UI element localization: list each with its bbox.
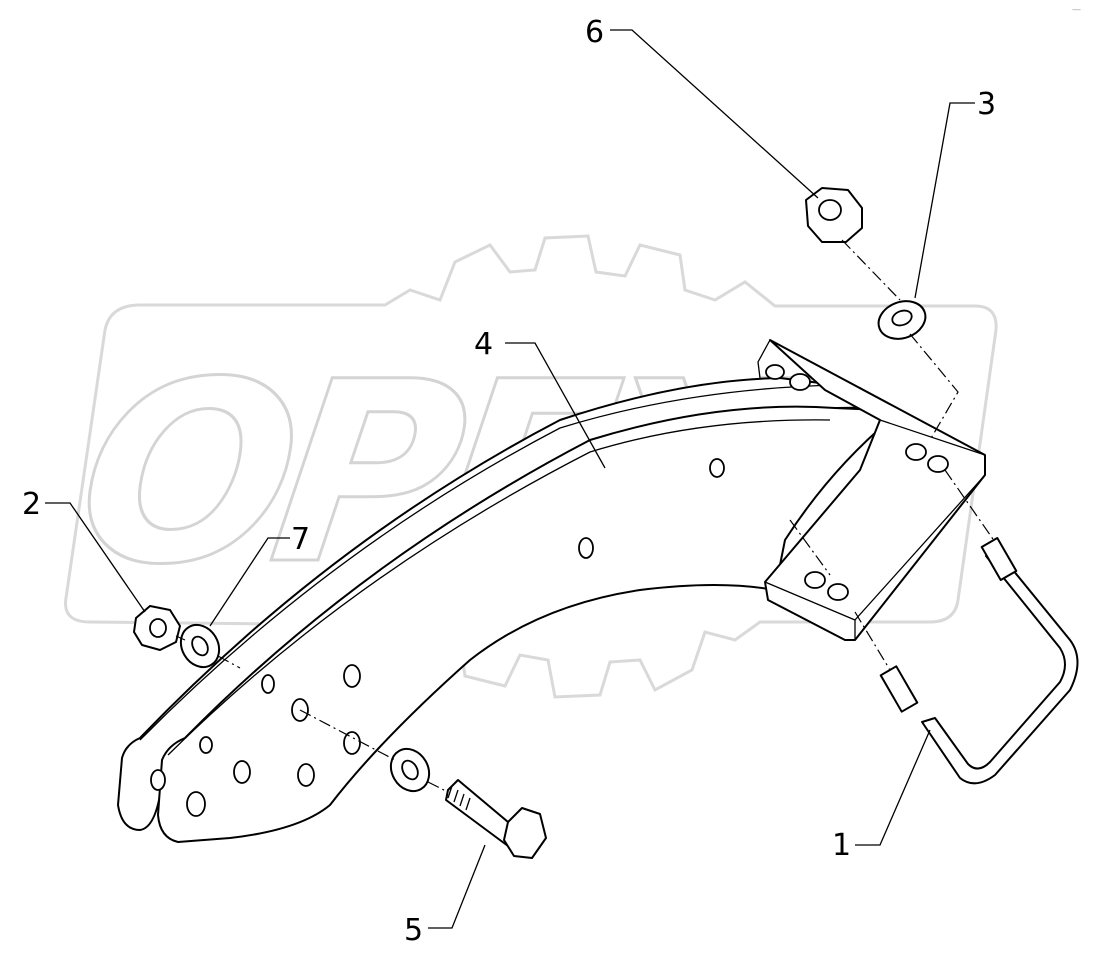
u-bolt-body [921,547,1079,785]
leader-7 [209,537,290,627]
leader-3 [914,102,975,299]
block-hole [905,443,927,461]
washer-top-inner [891,309,913,327]
callout-2: 2 [22,487,41,522]
centerline-bolt [299,709,449,793]
bolt-thread [447,785,471,811]
callout-5: 5 [404,913,423,948]
washer-part-7 [179,623,221,669]
arm-hole [233,760,251,784]
nut-top-hole [818,199,842,221]
nut-part-2 [133,605,181,651]
u-bolt-part-1 [879,537,1079,785]
block-hole [765,364,785,380]
arm-hole [343,731,361,755]
watermark: OPEX [61,234,998,699]
u-bolt-thread-lower [879,665,919,713]
block-hole [789,373,811,391]
block-hole [827,583,849,601]
washer-near-bolt [389,747,431,793]
bolt-part-5 [445,779,547,859]
arm-top-edge [139,384,841,741]
arm-inner-edge [167,419,831,756]
centerline-ubolt-upper [944,469,996,543]
mounting-block-edge [757,339,986,640]
arm-hole [297,763,315,787]
assembly-centerlines [175,239,996,793]
arm-bracket-part-4 [117,339,986,843]
mounting-block-face [764,419,986,583]
washer-left-inner [191,635,209,657]
arm-hole [261,674,275,694]
centerline-top-nut [841,239,959,441]
callout-4: 4 [474,327,493,362]
leader-lines [45,29,975,929]
washer-part-3 [877,300,927,340]
washer-inner [401,759,419,781]
arm-hole [709,458,725,478]
leader-2 [45,502,146,613]
nut-left-hole [149,618,167,638]
arm-hole [186,791,206,817]
arm-hole [199,736,213,754]
callout-7: 7 [291,522,310,557]
centerline-ubolt-lower [789,519,891,671]
block-hole [927,455,949,473]
watermark-text: OPEX [63,329,819,620]
mounting-block [764,339,986,641]
bolt-head [503,807,547,859]
callout-1: 1 [832,828,851,863]
arm-hole [343,664,361,688]
nut-part-6 [805,187,863,243]
arm-hole [150,769,166,791]
corner-mark: — [1072,5,1081,15]
leader-6 [610,29,819,199]
u-bolt-thread-upper [980,537,1018,581]
block-hole [804,571,826,589]
leader-5 [428,844,486,929]
centerline-left-nut [175,635,241,669]
leader-4 [505,342,606,469]
callout-6: 6 [585,15,604,50]
leader-1 [855,729,931,846]
callout-numbers: 1 2 3 4 5 6 7 [22,15,996,948]
arm-hole [578,537,594,559]
callout-3: 3 [977,87,996,122]
